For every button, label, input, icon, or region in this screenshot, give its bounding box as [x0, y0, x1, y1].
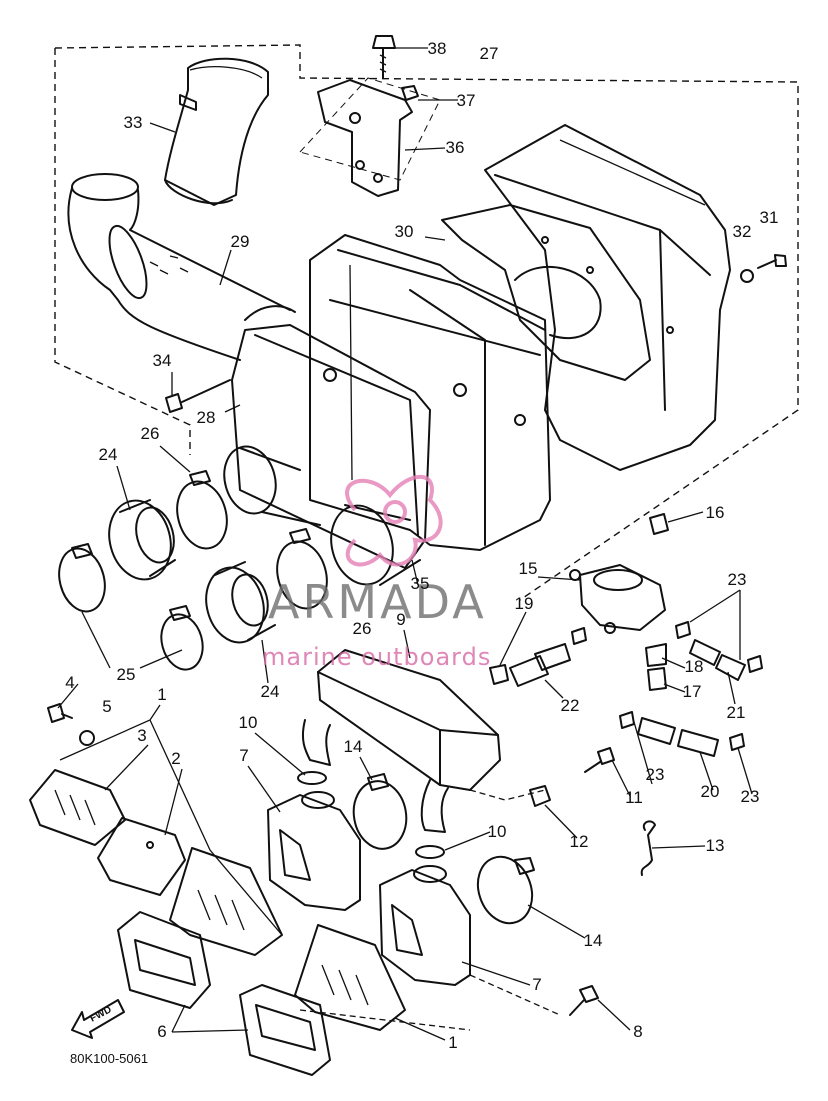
- callout-c10a: 10: [239, 713, 258, 732]
- reed-block-upper: [169, 847, 283, 956]
- manifold-lower: [379, 865, 471, 986]
- callout-c16: 16: [706, 503, 725, 522]
- fuel-hoses: [489, 621, 763, 757]
- nut-12: [529, 785, 551, 807]
- reed-valve-left: [29, 769, 126, 846]
- leader-lines: [57, 47, 753, 1041]
- clamp-upper-26: [176, 470, 228, 550]
- callout-c29: 29: [231, 232, 250, 251]
- callout-c21: 21: [727, 703, 746, 722]
- air-box-cover: [484, 124, 731, 471]
- bolt-11: [584, 747, 615, 773]
- bolt-4: [47, 703, 73, 723]
- callout-c7b: 7: [532, 975, 541, 994]
- callout-c18: 18: [685, 657, 704, 676]
- callout-c30: 30: [395, 222, 414, 241]
- callout-c35: 35: [411, 574, 430, 593]
- callout-c27: 27: [480, 44, 499, 63]
- fwd-label: FWD: [88, 1004, 113, 1024]
- callout-c24b: 24: [261, 682, 280, 701]
- callout-c2: 2: [171, 749, 180, 768]
- watermark-logo-icon: [345, 474, 443, 567]
- callout-c24a: 24: [99, 445, 118, 464]
- bolt-8: [569, 985, 599, 1016]
- callout-c26a: 26: [141, 424, 160, 443]
- band-clamp-upper: [352, 773, 408, 850]
- manifold-upper: [267, 791, 361, 911]
- callout-c38: 38: [428, 39, 447, 58]
- callout-c22: 22: [561, 696, 580, 715]
- callout-c7a: 7: [239, 746, 248, 765]
- reed-block-lower: [294, 924, 406, 1031]
- clamp-upper-left: [58, 543, 106, 613]
- callout-c33: 33: [124, 113, 143, 132]
- callout-c12: 12: [570, 832, 589, 851]
- watermark-tagline: marine outboards: [262, 643, 491, 671]
- callout-c34: 34: [153, 351, 172, 370]
- panel-sleeves: [223, 445, 421, 586]
- callout-c23b: 23: [646, 765, 665, 784]
- callout-c37: 37: [457, 91, 476, 110]
- callout-c15: 15: [519, 559, 538, 578]
- callout-c6: 6: [157, 1022, 166, 1041]
- callout-c10b: 10: [488, 822, 507, 841]
- assembly-boundary: [54, 44, 799, 601]
- callout-c25: 25: [117, 665, 136, 684]
- callout-c5: 5: [102, 697, 111, 716]
- gasket-lower: [239, 984, 331, 1076]
- fuel-pump: [569, 513, 669, 691]
- callout-c26b: 26: [353, 619, 372, 638]
- callout-c13: 13: [706, 836, 725, 855]
- intake-joint-lower: [205, 561, 276, 644]
- forward-arrow-icon: FWD: [71, 999, 125, 1039]
- callout-c31: 31: [760, 208, 779, 227]
- mounting-bracket: [299, 35, 441, 197]
- clamp-lower-left: [160, 605, 204, 671]
- air-box: [309, 234, 551, 551]
- gasket: [441, 204, 651, 381]
- callout-c8: 8: [633, 1022, 642, 1041]
- watermark-brand: ARMADA: [268, 575, 487, 629]
- air-duct-upper: [164, 57, 269, 206]
- clamp-lower-26: [276, 528, 328, 610]
- intake-pipe: [67, 173, 296, 361]
- part-code: 80K100-5061: [70, 1051, 148, 1066]
- callout-c3: 3: [137, 726, 146, 745]
- callout-c36: 36: [446, 138, 465, 157]
- band-clamp-lower: [476, 855, 535, 925]
- reed-plate: [97, 817, 186, 896]
- gasket-upper: [117, 911, 211, 1009]
- callout-c11: 11: [625, 788, 643, 807]
- callout-c17: 17: [683, 682, 702, 701]
- washer-5: [79, 730, 95, 746]
- callout-c23c: 23: [741, 787, 760, 806]
- intake-silencer: [301, 649, 501, 833]
- cover-screw: [740, 254, 787, 283]
- intake-joint-upper: [108, 499, 176, 581]
- callout-c32: 32: [733, 222, 752, 241]
- callout-c20: 20: [701, 782, 720, 801]
- panel-bolt: [165, 379, 231, 413]
- callout-c23a: 23: [728, 570, 747, 589]
- callout-c4: 4: [65, 673, 74, 692]
- callout-c1b: 1: [448, 1033, 457, 1052]
- o-ring-upper: [297, 771, 327, 785]
- callout-c14a: 14: [344, 737, 363, 756]
- o-ring-lower: [415, 845, 445, 859]
- callout-c9: 9: [396, 610, 405, 629]
- callout-c19: 19: [515, 594, 534, 613]
- clip-13: [640, 820, 656, 876]
- callout-c14b: 14: [584, 931, 603, 950]
- callout-c1a: 1: [157, 685, 166, 704]
- callout-c28: 28: [197, 408, 216, 427]
